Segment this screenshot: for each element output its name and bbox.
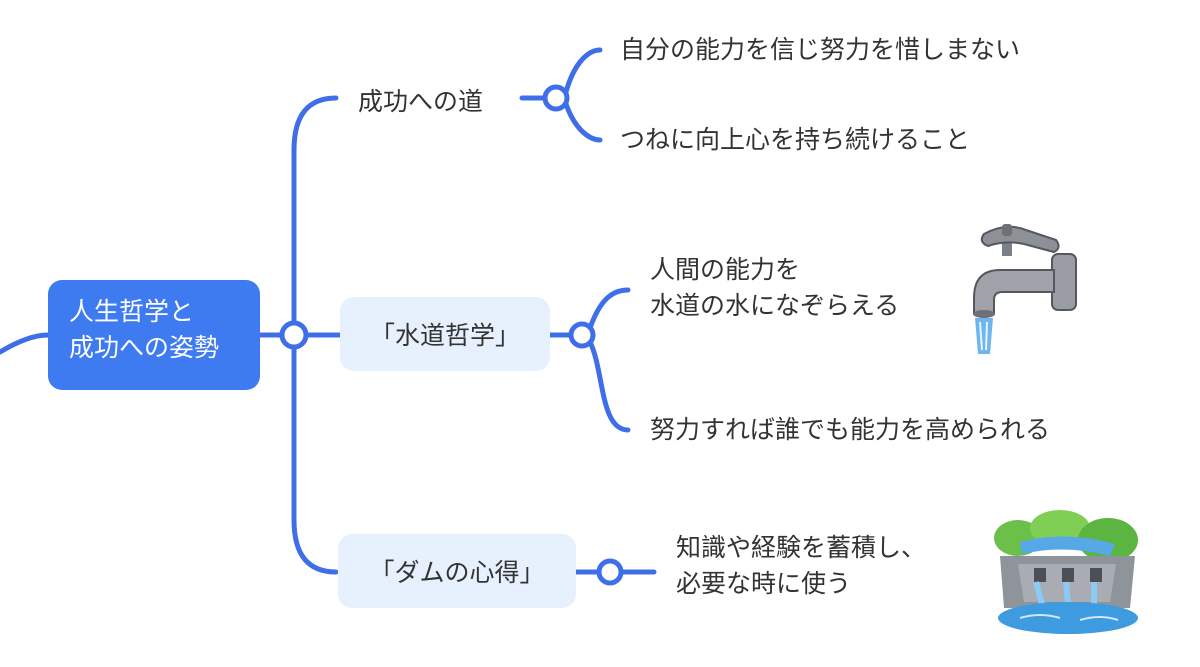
connector-incoming	[0, 332, 51, 355]
leaf-aspiration[interactable]: つねに向上心を持ち続けること	[620, 122, 970, 158]
leaf-effort-improves-text: 努力すれば誰でも能力を高められる	[650, 415, 1051, 444]
root-hub-node	[279, 320, 309, 350]
leaf-water-analogy-line-1: 人間の能力を	[650, 255, 801, 284]
root-line-1: 人生哲学と	[69, 297, 195, 326]
connector-trunk-top	[291, 95, 339, 326]
leaf-store-knowledge[interactable]: 知識や経験を蓄積し、 必要な時に使う	[676, 530, 926, 602]
branch-dam-principle-label: 「ダムの心得」	[369, 558, 545, 587]
branch-success-path[interactable]: 成功への道	[358, 82, 483, 118]
leaf-effort-improves[interactable]: 努力すれば誰でも能力を高められる	[650, 412, 1050, 448]
connector-b2-leaf2	[587, 339, 631, 433]
dam-icon	[994, 510, 1138, 634]
branch-dam-principle[interactable]: 「ダムの心得」	[338, 534, 576, 608]
connector-trunk-bottom	[291, 344, 339, 575]
branch1-hub-node	[542, 84, 570, 112]
leaf-store-knowledge-line-2: 必要な時に使う	[676, 569, 852, 598]
leaf-store-knowledge-line-1: 知識や経験を蓄積し、	[676, 533, 927, 562]
branch3-hub-node	[596, 558, 624, 586]
root-node[interactable]: 人生哲学と 成功への姿勢	[48, 280, 260, 390]
branch-water-philosophy[interactable]: 「水道哲学」	[340, 297, 550, 371]
connector-b1-leaf1	[563, 47, 603, 95]
leaf-aspiration-text: つねに向上心を持ち続けること	[620, 125, 971, 154]
root-line-2: 成功への姿勢	[69, 333, 220, 362]
leaf-believe-ability[interactable]: 自分の能力を信じ努力を惜しまない	[620, 32, 1020, 68]
leaf-water-analogy-line-2: 水道の水になぞらえる	[650, 291, 900, 320]
branch2-hub-node	[568, 321, 596, 349]
branch-water-philosophy-label: 「水道哲学」	[369, 321, 520, 350]
connector-b2-leaf1	[587, 287, 631, 331]
leaf-water-analogy[interactable]: 人間の能力を 水道の水になぞらえる	[650, 252, 899, 324]
faucet-icon	[973, 224, 1077, 354]
branch-success-path-label: 成功への道	[358, 87, 484, 116]
leaf-believe-ability-text: 自分の能力を信じ努力を惜しまない	[620, 35, 1021, 64]
connector-b1-leaf2	[563, 101, 603, 143]
